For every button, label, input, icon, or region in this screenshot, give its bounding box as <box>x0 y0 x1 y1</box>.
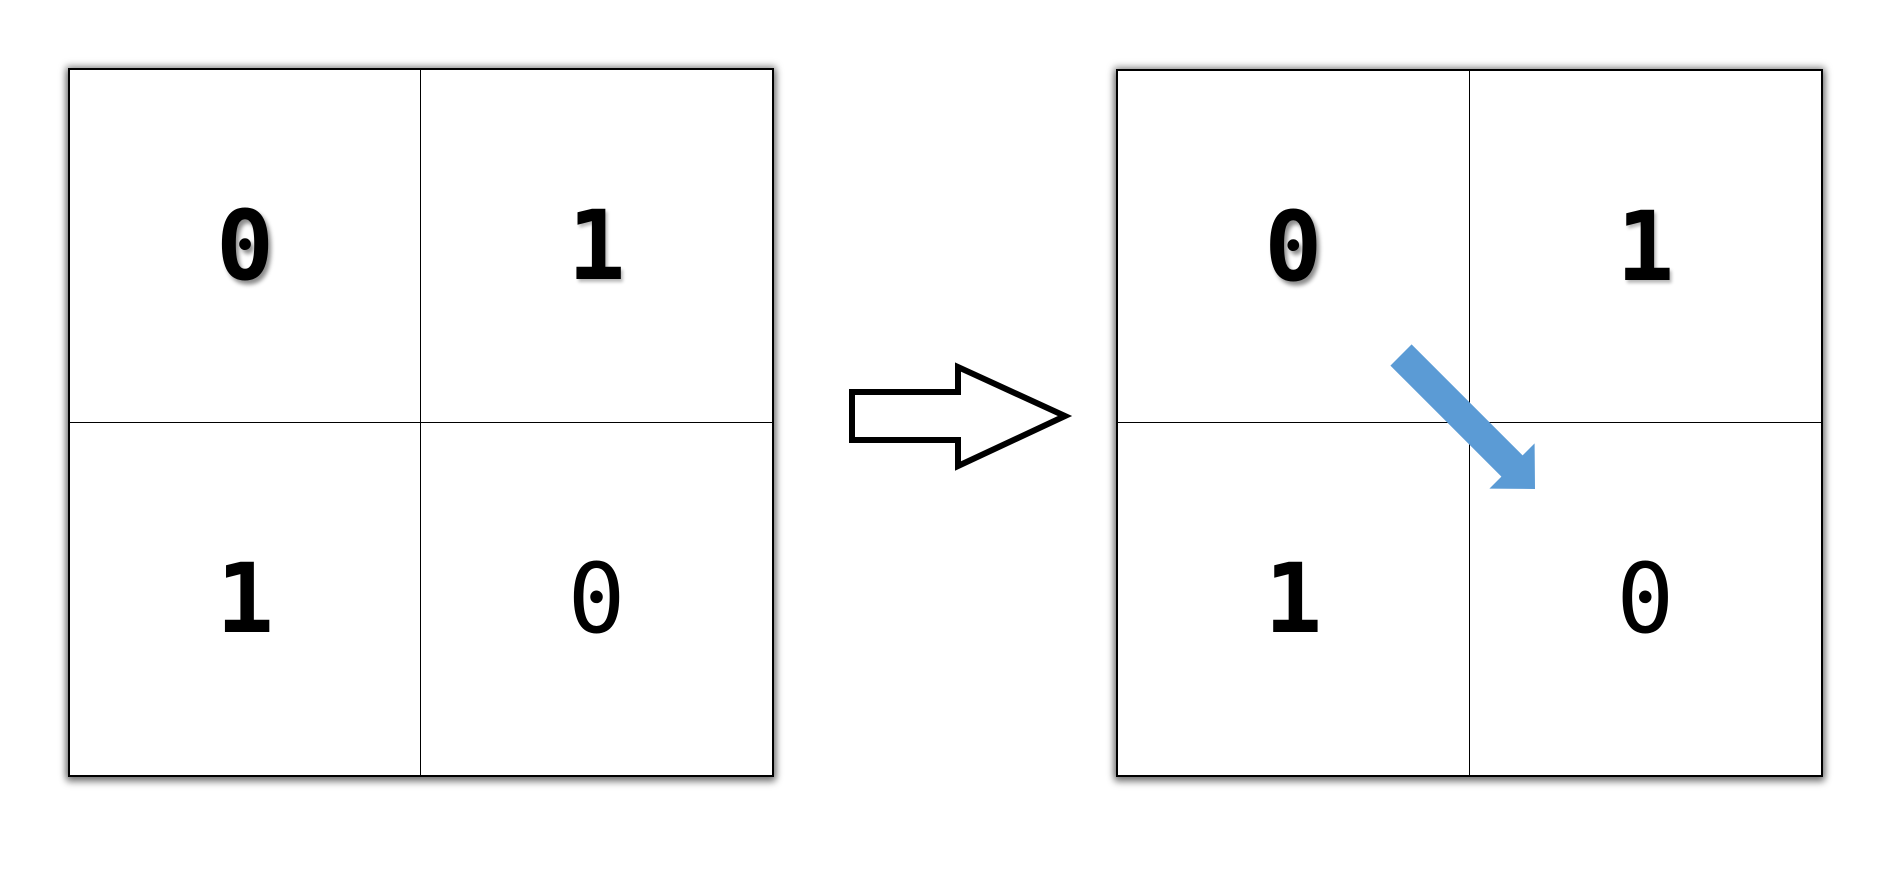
left-grid-cell-bottom-left: 1 <box>70 422 421 775</box>
transition-right-block-arrow-icon <box>849 362 1073 471</box>
right-grid-cell-bottom-right: 0 <box>1616 543 1675 655</box>
left-grid: 0 1 1 0 <box>68 68 774 777</box>
left-grid-cell-top-left: 0 <box>70 70 421 423</box>
right-grid-cell-bottom-left: 1 <box>1118 423 1470 775</box>
right-grid-cell-top-right: 1 <box>1469 71 1821 423</box>
left-grid-cell-top-right: 1 <box>421 70 772 423</box>
left-grid-cell-bottom-right: 0 <box>567 542 626 655</box>
right-grid-cell-top-left: 0 <box>1118 71 1470 423</box>
right-grid: 0 1 1 0 <box>1116 69 1823 777</box>
